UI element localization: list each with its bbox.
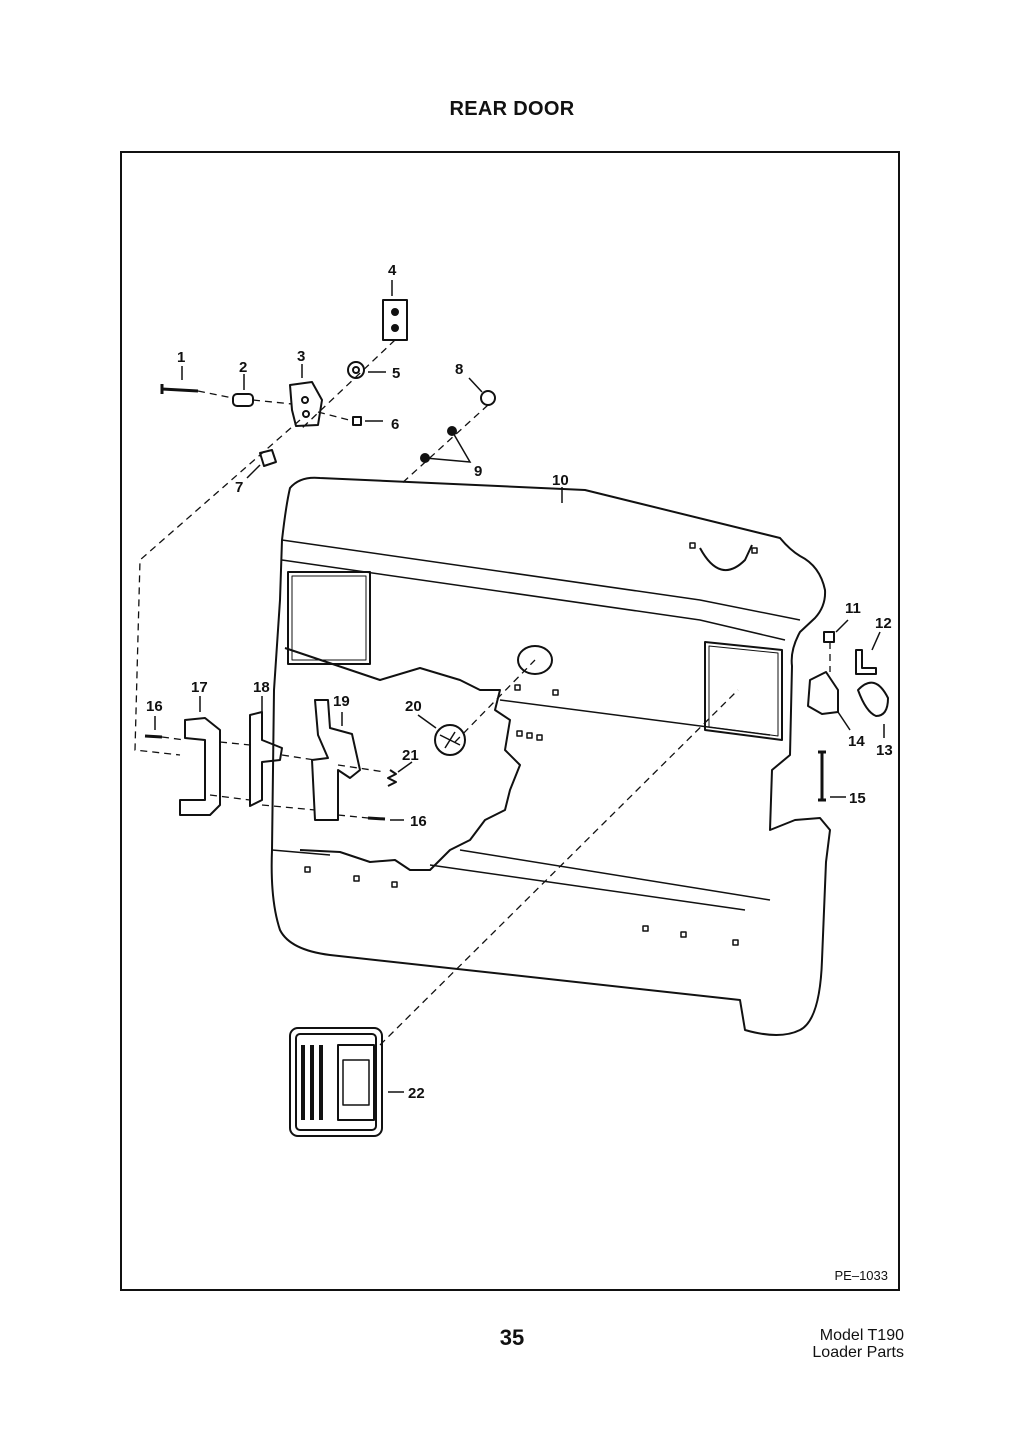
callout-2: 2 bbox=[239, 359, 247, 376]
callout-12: 12 bbox=[875, 615, 892, 632]
door-panel-upper bbox=[270, 476, 831, 1036]
item-16-screw-a bbox=[144, 734, 163, 739]
callout-4: 4 bbox=[388, 262, 397, 279]
item-22-grille bbox=[289, 1027, 383, 1137]
item-14-latch bbox=[807, 671, 839, 715]
callout-6: 6 bbox=[391, 416, 399, 433]
callout-13: 13 bbox=[876, 742, 893, 759]
item-2-spacer bbox=[232, 393, 254, 407]
callout-17: 17 bbox=[191, 679, 208, 696]
callout-22: 22 bbox=[408, 1085, 425, 1102]
item-3-hinge bbox=[289, 381, 323, 427]
item-8-grommet bbox=[480, 390, 496, 406]
callout-19: 19 bbox=[333, 693, 350, 710]
diagram-frame: PE–1033 bbox=[120, 151, 900, 1291]
callout-16-upper: 16 bbox=[146, 698, 163, 715]
callout-7: 7 bbox=[235, 479, 243, 496]
cutaway-edge bbox=[284, 647, 521, 871]
page-title: REAR DOOR bbox=[449, 98, 575, 120]
callout-14: 14 bbox=[848, 733, 865, 750]
item-13-striker bbox=[857, 681, 889, 717]
model-line-1: Model T190 bbox=[819, 1327, 904, 1344]
callout-1: 1 bbox=[177, 349, 185, 366]
item-18-plate bbox=[249, 711, 283, 807]
callout-8: 8 bbox=[455, 361, 463, 378]
item-21-spring bbox=[387, 769, 397, 787]
callout-9: 9 bbox=[474, 463, 482, 480]
item-1-bolt bbox=[160, 384, 199, 394]
item-17-bracket bbox=[179, 717, 221, 816]
item-5-washer bbox=[347, 361, 365, 379]
item-20-light bbox=[434, 724, 466, 756]
item-16-screw-b bbox=[367, 816, 386, 821]
callout-18: 18 bbox=[253, 679, 270, 696]
callout-20: 20 bbox=[405, 698, 422, 715]
callout-15: 15 bbox=[849, 790, 866, 807]
item-19-handle bbox=[311, 699, 361, 821]
item-15-pin bbox=[818, 750, 826, 802]
callout-5: 5 bbox=[392, 365, 400, 382]
page-number: 35 bbox=[499, 1325, 525, 1350]
callout-3: 3 bbox=[297, 348, 305, 365]
callout-11: 11 bbox=[845, 600, 861, 617]
figure-reference: PE–1033 bbox=[834, 1268, 889, 1283]
dome-lens bbox=[517, 645, 553, 675]
item-12-bracket bbox=[855, 649, 877, 675]
item-4-plate bbox=[382, 299, 408, 341]
model-info: Model T190 Loader Parts bbox=[812, 1327, 904, 1361]
callout-21: 21 bbox=[402, 747, 419, 764]
callout-16-lower: 16 bbox=[410, 813, 427, 830]
model-line-2: Loader Parts bbox=[812, 1344, 904, 1361]
callout-10: 10 bbox=[552, 472, 569, 489]
right-window bbox=[704, 641, 783, 741]
item-7-bushing bbox=[259, 449, 277, 467]
item-6-nut bbox=[352, 416, 362, 426]
left-window bbox=[287, 571, 371, 665]
item-11-nut bbox=[823, 631, 835, 643]
